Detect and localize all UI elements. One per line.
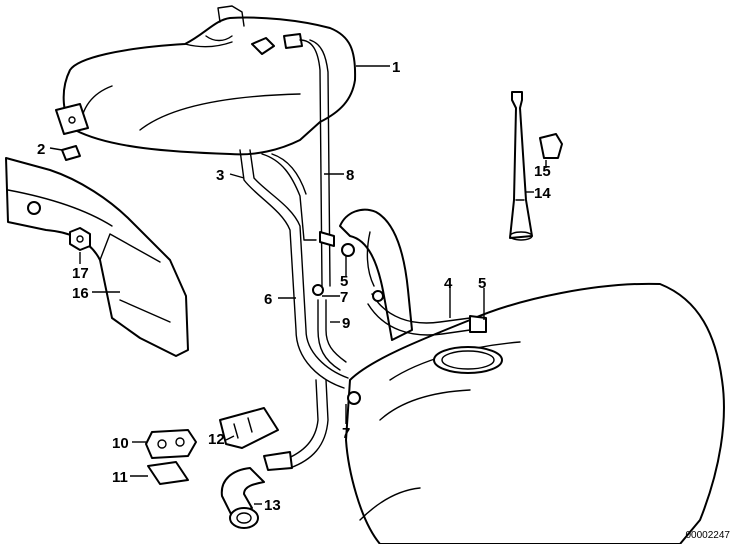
overflow-hose xyxy=(299,39,347,371)
filler-neck xyxy=(339,208,413,341)
return-hose xyxy=(239,149,349,471)
heat-shield xyxy=(5,157,189,357)
triple-clamp xyxy=(219,407,279,449)
label-8: 8 xyxy=(346,167,354,184)
expansion-tank xyxy=(55,5,357,156)
label-7-upper: 7 xyxy=(340,289,348,306)
label-7-lower: 7 xyxy=(342,425,350,442)
label-10: 10 xyxy=(112,435,129,452)
label-12: 12 xyxy=(208,431,225,448)
label-11: 11 xyxy=(112,469,128,486)
label-5-lower: 5 xyxy=(478,275,486,292)
rod-clip xyxy=(539,133,563,159)
elbow-hose xyxy=(220,467,265,529)
fuel-tank xyxy=(345,282,725,544)
leader-lines xyxy=(49,65,547,505)
label-5-upper: 5 xyxy=(340,273,348,290)
label-17: 17 xyxy=(72,265,89,282)
rubber-cap xyxy=(61,145,81,161)
label-14: 14 xyxy=(534,185,551,202)
clip-bracket xyxy=(147,461,189,485)
reference-number: 00002247 xyxy=(686,530,731,541)
label-4: 4 xyxy=(444,275,453,292)
label-13: 13 xyxy=(264,497,281,514)
label-16: 16 xyxy=(72,285,89,302)
label-6: 6 xyxy=(264,291,272,308)
level-rod xyxy=(509,91,533,241)
label-1: 1 xyxy=(392,59,400,76)
hose-clamps xyxy=(312,231,384,405)
label-3: 3 xyxy=(216,167,224,184)
label-2: 2 xyxy=(37,141,45,158)
label-15: 15 xyxy=(534,163,551,180)
double-clamp xyxy=(145,429,197,459)
label-9: 9 xyxy=(342,315,350,332)
nut xyxy=(69,227,91,251)
